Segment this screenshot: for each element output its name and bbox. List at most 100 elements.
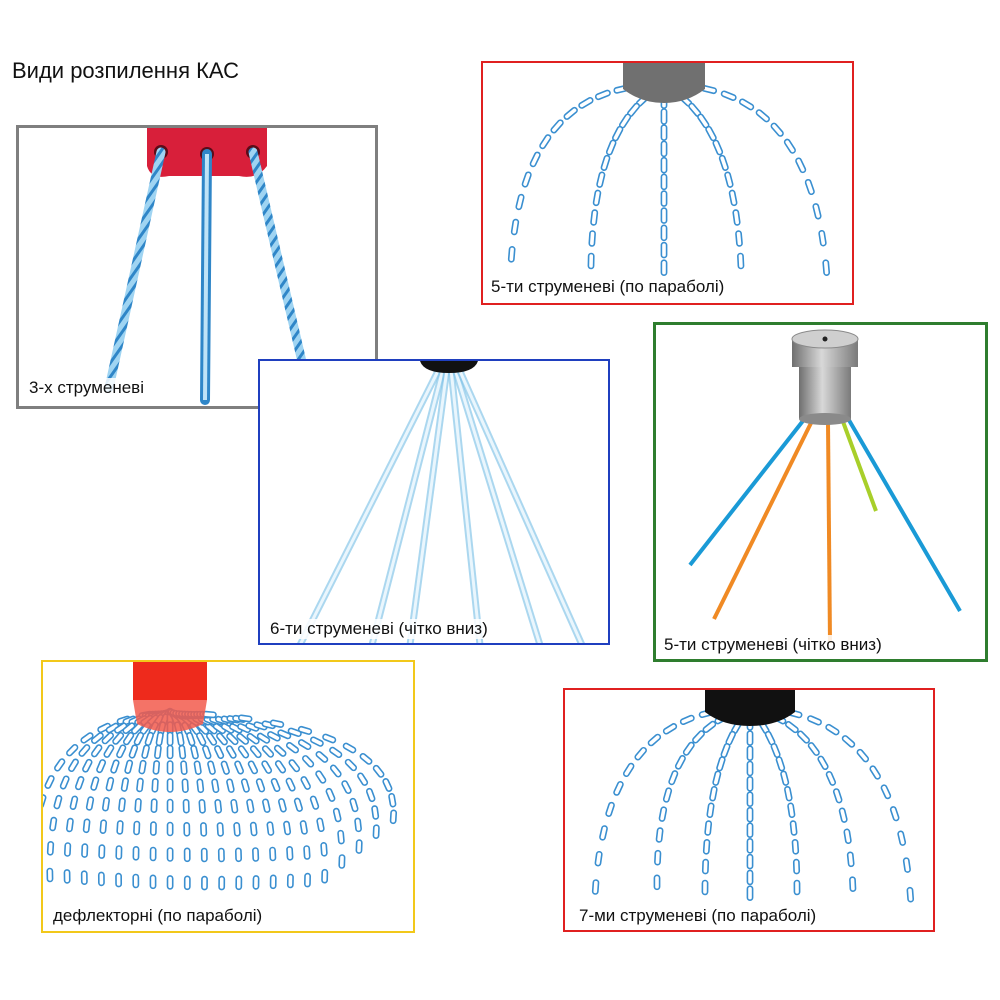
droplet (329, 764, 342, 778)
droplet (596, 171, 606, 188)
droplet (49, 816, 58, 832)
droplet (136, 777, 144, 793)
droplet (261, 745, 275, 758)
droplet (74, 776, 85, 791)
droplet (746, 730, 754, 746)
panel-deflector: дефлекторні (по параболі) (41, 660, 415, 933)
droplet (746, 822, 754, 838)
droplet (668, 770, 679, 786)
droplet (843, 828, 852, 845)
droplet (712, 139, 724, 156)
droplet (702, 839, 711, 855)
droplet-jets (591, 705, 915, 903)
droplet (785, 721, 799, 734)
droplet (105, 722, 120, 734)
droplet (283, 820, 292, 836)
panel-3-jet: 3-х струменеві (16, 125, 378, 409)
droplet (321, 868, 329, 884)
droplet (315, 750, 329, 763)
droplet (732, 209, 741, 226)
droplet (825, 770, 837, 786)
panel-5-jet-parabola: 5-ти струменеві (по параболі) (481, 61, 854, 305)
droplet (240, 778, 250, 793)
droplet (679, 714, 695, 726)
droplet (812, 203, 822, 220)
droplet (660, 140, 668, 158)
droplet (299, 820, 308, 835)
droplet (200, 822, 208, 837)
droplet (716, 756, 726, 772)
droplet (59, 775, 70, 790)
droplet (46, 841, 55, 856)
droplet (594, 850, 603, 867)
droplet (359, 753, 373, 765)
jet-streams (297, 367, 585, 643)
droplet (155, 731, 164, 747)
nozzle-body (799, 363, 851, 419)
droplet (101, 732, 115, 745)
droplet-fan (43, 707, 398, 891)
droplet (818, 229, 827, 247)
spray-5-jet-colored-graphic (688, 329, 962, 644)
droplet (118, 797, 126, 813)
panel-caption: 7-ми струменеві (по параболі) (577, 906, 819, 926)
jet-lime (840, 418, 878, 512)
droplet (795, 157, 807, 174)
droplet (152, 760, 161, 775)
droplet (277, 729, 292, 740)
droplet (738, 98, 755, 111)
droplet (63, 869, 71, 884)
droplet (372, 824, 380, 839)
nozzle-orifice (822, 336, 828, 342)
droplet (193, 760, 202, 775)
droplet (587, 252, 595, 270)
droplet (233, 822, 241, 837)
droplet (354, 817, 362, 833)
panel-6-jet-straight: 6-ти струменеві (чітко вниз) (258, 359, 610, 645)
droplet (138, 759, 147, 775)
droplet (229, 723, 243, 734)
droplet (869, 765, 881, 780)
spray-deflector-graphic (43, 662, 398, 891)
droplet (658, 806, 668, 822)
droplet (592, 189, 602, 207)
droplet (278, 798, 287, 813)
droplet (382, 778, 393, 792)
droplet (822, 259, 831, 276)
droplet (653, 874, 661, 891)
droplet (591, 879, 600, 895)
droplet (97, 722, 112, 734)
droplet (304, 872, 311, 888)
droplet (103, 744, 115, 758)
droplet (255, 778, 266, 793)
droplet (297, 725, 313, 735)
droplet (784, 785, 793, 802)
droplet (755, 109, 770, 123)
jet-left (104, 147, 166, 393)
droplet (297, 739, 312, 751)
droplet (300, 776, 311, 790)
droplet (841, 735, 856, 748)
droplet (792, 858, 801, 875)
jet-orange-left (712, 420, 814, 620)
nozzle-body (133, 662, 207, 700)
droplet (200, 847, 208, 863)
droplet (709, 785, 718, 802)
droplet (150, 798, 158, 813)
jet-blue-right (844, 413, 962, 613)
droplet (141, 744, 150, 759)
droplet (662, 723, 678, 735)
droplet (605, 801, 615, 817)
droplet (99, 819, 108, 834)
droplet (198, 799, 206, 814)
nozzle-deflector (133, 700, 207, 732)
droplet (702, 720, 717, 734)
droplet (365, 787, 376, 803)
droplet (98, 844, 106, 859)
droplet (287, 727, 302, 738)
droplet (183, 847, 191, 863)
droplet (252, 847, 260, 862)
droplet (746, 760, 754, 777)
droplet (529, 151, 541, 168)
droplet (302, 755, 315, 768)
